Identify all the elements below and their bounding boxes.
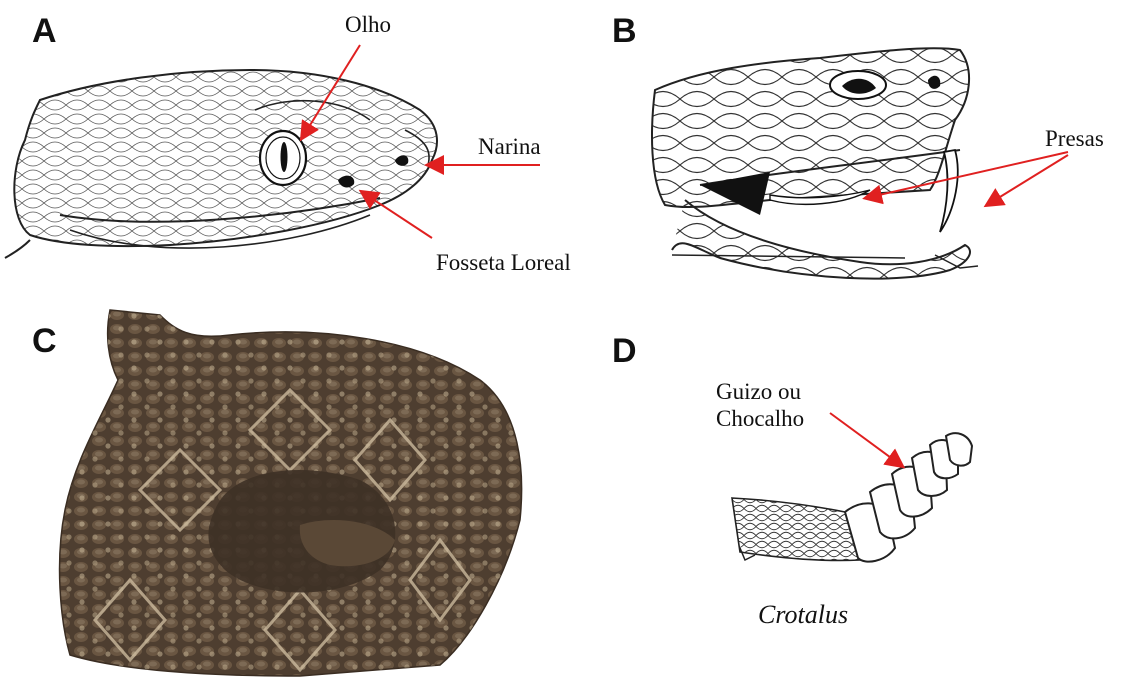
label-loreal-pit: Fosseta Loreal (436, 250, 571, 276)
panel-b-drawing (652, 48, 978, 278)
eye-a (260, 131, 306, 185)
eye-b (830, 71, 886, 99)
arrow-fang-large (987, 155, 1068, 205)
arrow-pit (362, 192, 432, 238)
panel-a-drawing (5, 70, 437, 258)
arrow-rattle (830, 413, 902, 466)
panel-c-snake-photo (60, 310, 522, 676)
neck-outline-a (5, 240, 30, 258)
panel-letter-b: B (612, 12, 637, 51)
head-outline-b (652, 48, 969, 207)
panel-d-drawing (732, 433, 972, 561)
label-genus: Crotalus (758, 600, 848, 630)
lower-jaw-b (672, 200, 970, 279)
tail-scales-d (732, 498, 860, 561)
panel-letter-a: A (32, 12, 57, 51)
panel-letter-d: D (612, 332, 637, 371)
label-fangs: Presas (1045, 126, 1104, 152)
rattle-segments (845, 433, 972, 561)
panel-letter-c: C (32, 322, 57, 361)
label-eye: Olho (345, 12, 391, 38)
label-nostril: Narina (478, 134, 541, 160)
label-rattle: Guizo ou Chocalho (716, 378, 804, 432)
